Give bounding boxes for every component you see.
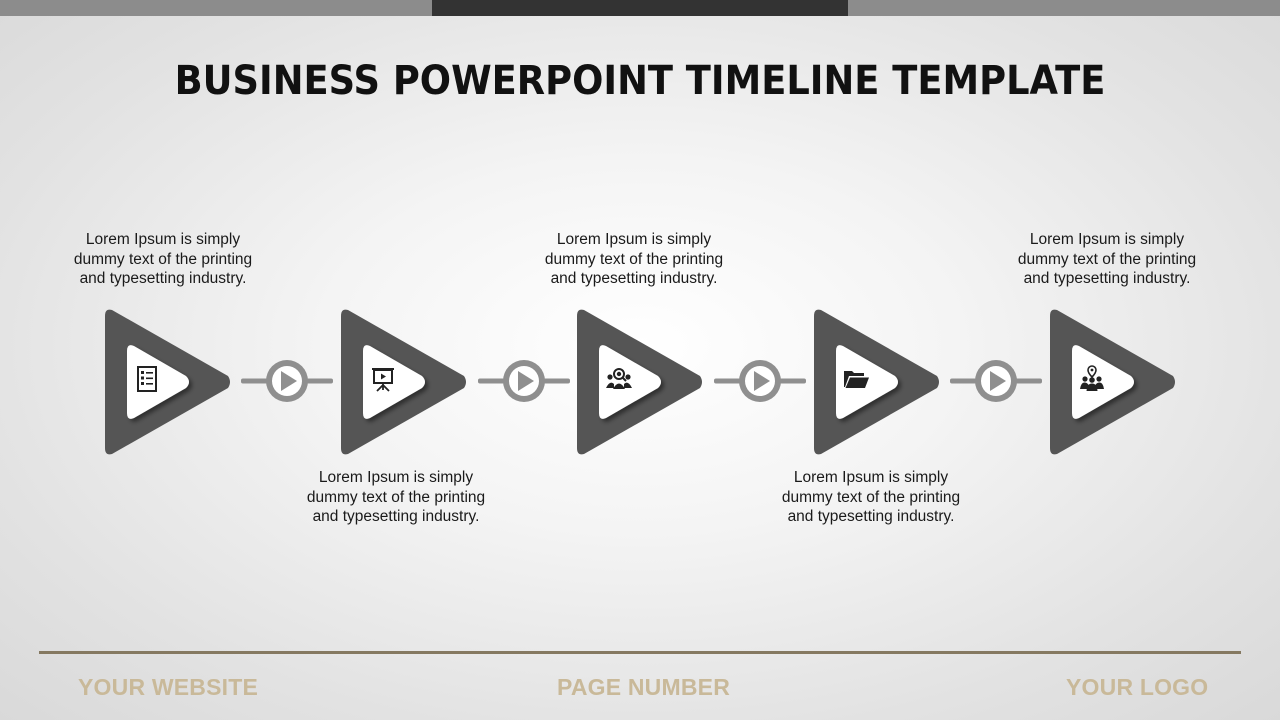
slide-title: BUSINESS POWERPOINT TIMELINE TEMPLATE bbox=[174, 58, 1106, 104]
top-bar-left-segment bbox=[0, 0, 432, 16]
step-1-triangle bbox=[105, 309, 230, 455]
play-icon bbox=[754, 371, 770, 391]
footer-page-number: PAGE NUMBER bbox=[557, 674, 731, 700]
connector-2 bbox=[478, 360, 570, 402]
team-location-icon bbox=[1080, 365, 1104, 391]
step-5-description: Lorem Ipsum is simply dummy text of the … bbox=[1017, 231, 1197, 287]
timeline-step-1 bbox=[104, 306, 234, 458]
step-1-description: Lorem Ipsum is simply dummy text of the … bbox=[73, 231, 253, 287]
step-4-description: Lorem Ipsum is simply dummy text of the … bbox=[781, 469, 961, 525]
footer-divider bbox=[39, 651, 1241, 654]
play-icon bbox=[990, 371, 1006, 391]
timeline-step-5 bbox=[1049, 306, 1179, 458]
top-bar-center-segment bbox=[432, 0, 848, 16]
timeline-step-4 bbox=[813, 306, 943, 458]
step-3-triangle bbox=[577, 309, 702, 455]
connector-1 bbox=[241, 360, 333, 402]
presentation-board-icon bbox=[372, 368, 394, 392]
play-icon bbox=[281, 371, 297, 391]
step-4-triangle bbox=[814, 309, 939, 455]
step-5-triangle bbox=[1050, 309, 1175, 455]
step-2-description: Lorem Ipsum is simply dummy text of the … bbox=[306, 469, 486, 525]
top-accent-bar bbox=[0, 0, 1280, 16]
folder-open-icon bbox=[844, 371, 869, 388]
play-icon bbox=[518, 371, 534, 391]
timeline-step-3 bbox=[576, 306, 706, 458]
checklist-icon bbox=[137, 366, 157, 392]
top-bar-right-segment bbox=[848, 0, 1280, 16]
connector-3 bbox=[714, 360, 806, 402]
step-2-triangle bbox=[341, 309, 466, 455]
footer-website: YOUR WEBSITE bbox=[78, 674, 259, 700]
team-search-icon bbox=[606, 368, 632, 389]
footer-logo: YOUR LOGO bbox=[1066, 674, 1209, 700]
timeline-step-2 bbox=[340, 306, 470, 458]
connector-4 bbox=[950, 360, 1042, 402]
step-3-description: Lorem Ipsum is simply dummy text of the … bbox=[544, 231, 724, 287]
